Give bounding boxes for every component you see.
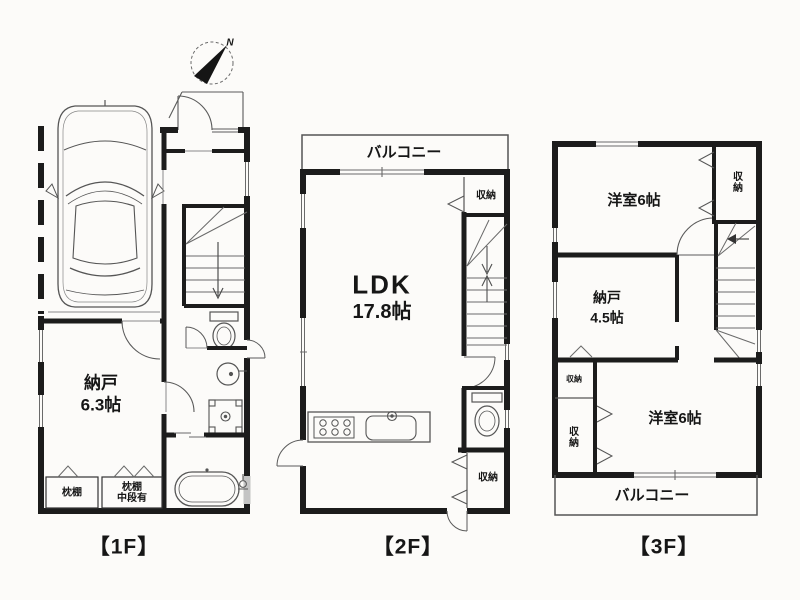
stove-icon	[313, 416, 355, 439]
floor-2f-plan	[276, 134, 510, 532]
closet-mark-3f	[569, 345, 593, 358]
storage-label-2f-bottom: 収納	[478, 472, 498, 484]
room-size-ldk: 17.8帖	[352, 301, 412, 323]
closet-label-right: 枕棚 中段有	[117, 482, 147, 504]
side-door-1f	[246, 339, 266, 359]
bathtub-icon	[174, 468, 248, 507]
balcony-door-3f	[634, 470, 716, 480]
storage-3f-north-door	[697, 151, 715, 169]
windows-3f-east	[757, 330, 761, 386]
floor-caption-3f: 【3F】	[628, 535, 700, 559]
windows-2f-west	[300, 194, 307, 386]
floor-1f-plan	[38, 41, 266, 514]
closet-label-right-line2: 中段有	[117, 493, 147, 504]
room-label-north-3f: 洋室6帖	[607, 191, 661, 209]
storage-label-3f-mid: 収納	[566, 374, 582, 384]
stairs-2f	[466, 219, 508, 346]
car-icon	[45, 100, 165, 308]
room-label-nando-1f: 納戸	[84, 373, 118, 393]
balcony-label-3f: バルコニー	[614, 486, 690, 504]
toilet-1f-icon	[209, 311, 239, 350]
balcony-label-2f: バルコニー	[366, 143, 442, 161]
floor-caption-1f: 【1F】	[88, 535, 160, 559]
washing-machine-icon	[208, 399, 243, 434]
entrance-porch	[168, 91, 244, 127]
window-1f-east	[245, 162, 249, 196]
room-label-nando-3f: 納戸	[593, 289, 621, 306]
floor-caption-2f: 【2F】	[372, 535, 444, 559]
stairs-1f	[182, 204, 248, 306]
closet-label-left: 枕棚	[62, 487, 82, 499]
stairs-3f	[714, 222, 756, 361]
window-3f-north	[596, 141, 638, 147]
storage-label-3f-north: 収納	[730, 171, 742, 193]
storage-3f-west-door	[596, 405, 614, 423]
windows-2f-east	[505, 344, 509, 428]
washbasin-icon	[216, 362, 247, 386]
closet-boxes-1f	[45, 465, 163, 509]
door-2f-west	[276, 439, 304, 467]
closet-label-right-line1: 枕棚	[122, 482, 142, 493]
kitchen-counter	[307, 410, 431, 443]
room-label-south-3f: 洋室6帖	[648, 409, 702, 427]
room-label-ldk: LDK	[352, 269, 412, 300]
washroom-door-arc	[163, 381, 195, 413]
balcony-3f-rail	[554, 475, 758, 516]
balcony-door-2f	[340, 167, 424, 177]
toilet-2f-icon	[471, 392, 503, 437]
room-north-door-3f	[676, 217, 715, 256]
sink-icon	[365, 410, 417, 441]
room-size-nando-3f: 4.5帖	[590, 309, 624, 326]
toilet-door-1f	[185, 326, 208, 349]
room-size-nando-1f: 6.3帖	[80, 395, 122, 415]
floor-3f-plan	[552, 141, 762, 516]
window-1f-west	[39, 330, 43, 427]
windows-3f-west	[553, 228, 557, 318]
storage-label-2f-top: 収納	[476, 190, 496, 202]
toilet-hall-door-2f	[463, 356, 496, 389]
door-2f-south	[446, 510, 468, 532]
storage-room-door-arc	[121, 320, 161, 360]
compass-north-label: N	[226, 37, 234, 49]
compass-icon	[190, 41, 234, 85]
balcony-2f-rail	[301, 134, 509, 172]
bath-window	[243, 476, 251, 504]
storage-2f-top-door	[446, 195, 465, 213]
storage-label-3f-west: 収納	[566, 426, 578, 448]
storage-2f-bottom-door	[450, 454, 468, 470]
entrance-door	[177, 95, 238, 133]
